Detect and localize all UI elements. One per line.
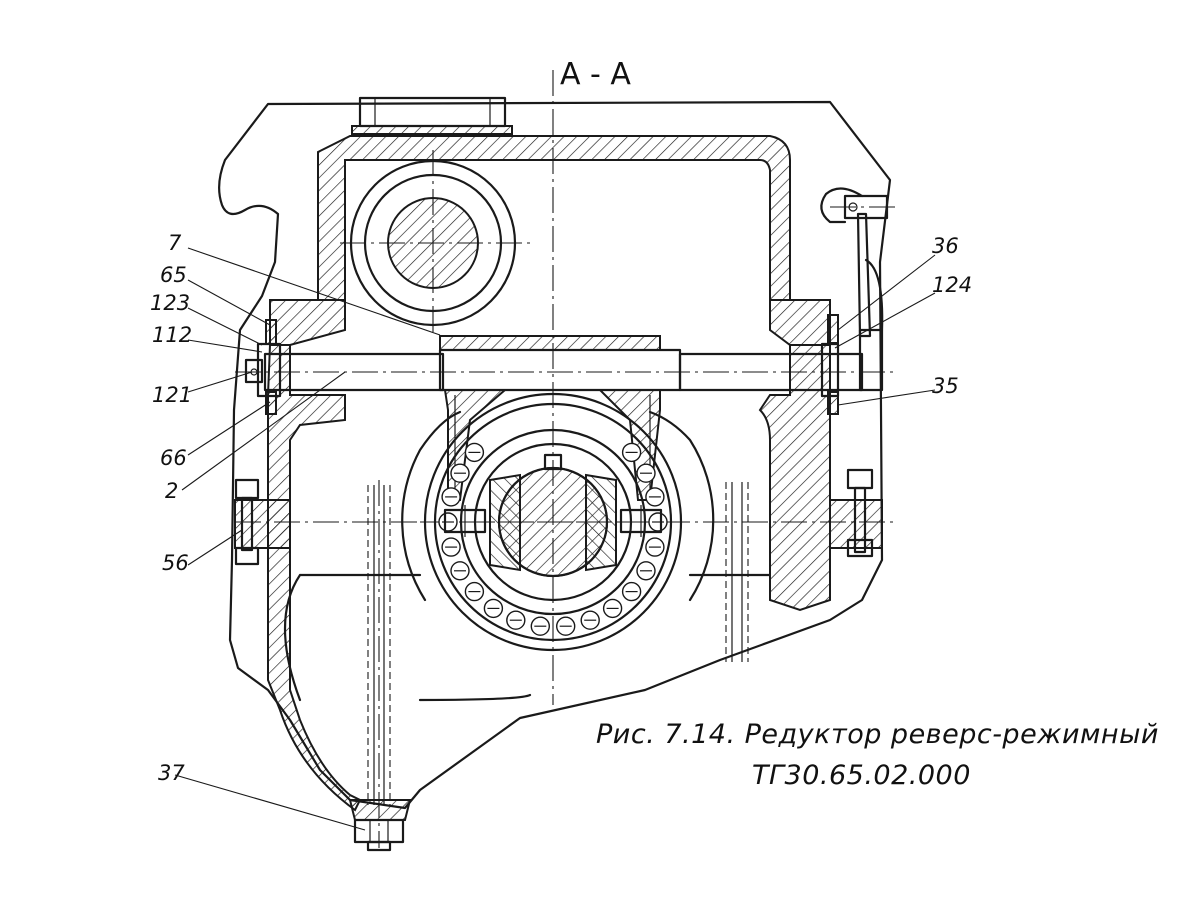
lower-stud-left bbox=[367, 480, 391, 848]
callout-36: 36 bbox=[932, 234, 959, 258]
callout-112: 112 bbox=[152, 323, 192, 347]
callout-56: 56 bbox=[162, 551, 189, 575]
housing-outer-contour bbox=[218, 100, 892, 810]
fork-pads bbox=[443, 505, 663, 537]
callout-37: 37 bbox=[158, 761, 185, 785]
bolt-right bbox=[846, 468, 874, 558]
caption-drawing-number: ТГ30.65.02.000 bbox=[752, 760, 971, 791]
selector-lever bbox=[820, 187, 900, 338]
fork-shaft bbox=[263, 335, 864, 392]
shaft-left-end bbox=[244, 319, 282, 415]
upper-shelf-left bbox=[269, 299, 346, 346]
upper-cover-wall bbox=[317, 135, 791, 301]
lower-stud-right bbox=[725, 482, 749, 662]
caption-title: Рис. 7.14. Редуктор реверс-режимный bbox=[596, 719, 1159, 750]
callout-2: 2 bbox=[165, 479, 178, 503]
sump-contour bbox=[283, 573, 772, 702]
right-side-wall bbox=[758, 344, 831, 612]
callout-124: 124 bbox=[932, 273, 972, 297]
shaft-right-end bbox=[820, 314, 884, 415]
callout-35: 35 bbox=[932, 374, 959, 398]
left-flange bbox=[234, 499, 291, 549]
left-side-wall bbox=[267, 344, 362, 812]
top-plug-collar bbox=[351, 125, 513, 135]
drain-plug-37 bbox=[348, 799, 412, 852]
section-label: А - А bbox=[560, 57, 631, 92]
callout-66: 66 bbox=[160, 446, 187, 470]
callout-7: 7 bbox=[168, 231, 182, 255]
callout-65: 65 bbox=[160, 263, 187, 287]
callout-123: 123 bbox=[150, 291, 190, 315]
bolt-56 bbox=[234, 478, 260, 566]
callout-121: 121 bbox=[152, 383, 192, 407]
upper-shelf-right bbox=[769, 299, 831, 346]
callout-leaders bbox=[174, 247, 936, 831]
gear-assembly bbox=[401, 392, 715, 652]
